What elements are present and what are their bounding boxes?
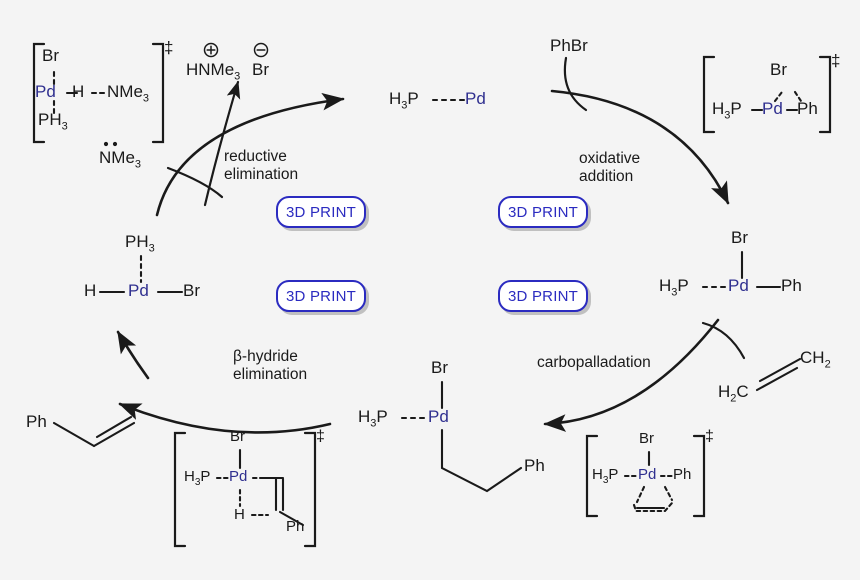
badge-3d-print-bottom-right[interactable]: 3D PRINT [498, 280, 588, 312]
atom-label-br-aryl-pd: Br [731, 228, 748, 247]
charge-dagger-ts-reductive: ‡ [164, 38, 174, 57]
bracket-ts-oxidative-right [818, 55, 832, 134]
bracket-ts-beta-hydride-right [303, 431, 317, 548]
step-label-carbopalladation: carbopalladation [537, 354, 651, 371]
bracket-ts-oxidative-left [702, 55, 716, 134]
atom-label-pd-ts-oxidative: Pd [762, 99, 783, 118]
label-nme3-base: NMe3 [99, 148, 142, 171]
atom-label-pd-ts-reductive: Pd [35, 82, 56, 101]
bracket-ts-beta-hydride-left [173, 431, 187, 548]
atom-label-h3p-ts-carbopalladation: H3P [592, 466, 619, 486]
bond-ph-br-dashed-ox [793, 90, 803, 103]
atom-label-ph-aryl-pd: Ph [781, 276, 802, 295]
atom-label-pd-ts-carbopalladation: Pd [638, 466, 657, 483]
label-ethylene-right: CH2 [800, 348, 831, 371]
curve-nme3-in [166, 166, 224, 199]
atom-label-br-ts-oxidative: Br [770, 60, 787, 79]
curve-phbr-in [563, 56, 588, 112]
bond-c-c-cyclic-cp [632, 501, 674, 513]
label-styrene-ph: Ph [26, 412, 47, 431]
bond-alkyl-chain [440, 428, 523, 493]
arrow-beta-hydride-elimination [118, 402, 332, 434]
atom-label-h3p-alkyl-pd: H3P [358, 407, 388, 430]
atom-label-br-ts-reductive: Br [42, 46, 59, 65]
atom-label-ph-ts-carbopalladation: Ph [673, 466, 692, 483]
atom-label-pd-ts-beta-hydride: Pd [229, 468, 248, 485]
step-label-reductive-elimination: reductive elimination [224, 148, 299, 183]
atom-label-nme3-ts-reductive: NMe3 [107, 82, 150, 105]
atom-label-ph3-ts-reductive: PH3 [38, 110, 68, 133]
atom-label-ph3-hydrido-pd: PH3 [125, 232, 155, 255]
charge-dagger-ts-oxidative: ‡ [831, 51, 841, 70]
step-label-oxidative-addition: oxidative addition [579, 150, 641, 185]
curve-hnme3-out [203, 80, 241, 207]
badge-3d-print-top-left[interactable]: 3D PRINT [276, 196, 366, 228]
atom-label-h-ts-beta-hydride: H [234, 506, 245, 523]
curve-ethylene-in [701, 321, 746, 360]
arrow-up-left-regeneration [116, 330, 150, 380]
atom-label-ph-alkyl-pd: Ph [524, 456, 545, 475]
atom-label-h3p-ts-oxidative: H3P [712, 99, 742, 122]
arrow-reductive-elimination [155, 92, 345, 217]
charge-circles [203, 42, 269, 58]
lone-pair-dots-nme3 [103, 141, 118, 147]
label-phbr: PhBr [550, 36, 588, 55]
bond-ph-c-dashed-cp [663, 485, 674, 502]
charge-dagger-ts-carbopalladation: ‡ [705, 428, 714, 445]
arrow-carbopalladation [543, 318, 720, 432]
atom-label-h-ts-reductive: H [72, 82, 85, 101]
atom-label-br-ts-carbopalladation: Br [639, 430, 654, 447]
label-hnme3-cation: HNMe3 [186, 60, 241, 83]
arrow-oxidative-addition [550, 89, 730, 205]
bracket-ts-carbopalladation-left [585, 434, 599, 518]
ethylene-structure [755, 357, 802, 392]
styrene-structure [52, 415, 136, 448]
badge-3d-print-bottom-left[interactable]: 3D PRINT [276, 280, 366, 312]
atom-label-h-hydrido-pd: H [84, 281, 97, 300]
label-pd-center: Pd [465, 89, 486, 108]
bond-pd-c-dashed-cp [635, 485, 646, 504]
label-ethylene-left: H2C [718, 382, 749, 405]
atom-label-ph-ts-beta-hydride: Ph [286, 518, 305, 535]
atom-label-pd-aryl-pd: Pd [728, 276, 749, 295]
bracket-ts-reductive-left [32, 42, 46, 144]
atom-label-br-ts-beta-hydride: Br [230, 428, 245, 445]
atom-label-br-hydrido-pd: Br [183, 281, 200, 300]
atom-label-ph-ts-oxidative: Ph [797, 99, 818, 118]
badge-3d-print-top-right[interactable]: 3D PRINT [498, 196, 588, 228]
label-bromide-anion: Br [252, 60, 269, 79]
bond-c-ph-bh [278, 510, 305, 527]
charge-signs [206, 45, 266, 55]
bracket-ts-reductive-right [151, 42, 165, 144]
label-h3p-center: H3P [389, 89, 419, 112]
atom-label-pd-alkyl-pd: Pd [428, 407, 449, 426]
atom-label-h3p-aryl-pd: H3P [659, 276, 689, 299]
bracket-ts-carbopalladation-right [692, 434, 706, 518]
atom-label-pd-hydrido-pd: Pd [128, 281, 149, 300]
step-label-beta-hydride-elimination: β-hydride elimination [233, 348, 308, 383]
atom-label-br-alkyl-pd: Br [431, 358, 448, 377]
bond-pd-br-dashed-ox [773, 90, 784, 103]
charge-dagger-ts-beta-hydride: ‡ [316, 428, 325, 445]
atom-label-h3p-ts-beta-hydride: H3P [184, 468, 211, 488]
